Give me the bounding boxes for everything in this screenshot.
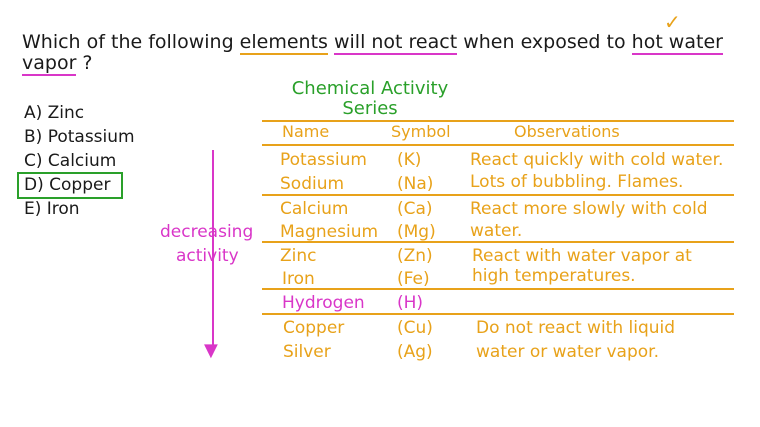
option-c[interactable]: C) Calcium <box>24 151 117 171</box>
table-title-line1: Chemical Activity <box>291 78 449 99</box>
answer-highlight-box <box>17 172 123 199</box>
table-rule <box>262 194 734 196</box>
row-name: Copper <box>283 318 345 338</box>
row-name: Zinc <box>280 246 317 266</box>
observation: Lots of bubbling. Flames. <box>470 172 684 192</box>
observation: React with water vapor at <box>472 246 692 266</box>
question-elements: elements <box>239 31 328 55</box>
question-line2: vapor ? <box>22 52 93 76</box>
row-name: Magnesium <box>280 222 379 242</box>
table-rule <box>262 288 734 290</box>
observation: React quickly with cold water. <box>470 150 724 170</box>
question-vapor: vapor <box>22 52 77 76</box>
option-d[interactable]: D) Copper <box>24 175 111 195</box>
observation: React more slowly with cold <box>470 199 708 219</box>
row-symbol: (Cu) <box>397 318 433 338</box>
side-label-activity: activity <box>176 246 239 266</box>
row-symbol: (K) <box>397 150 422 170</box>
row-symbol: (Fe) <box>397 269 430 289</box>
question-hot-water: hot water <box>631 31 723 55</box>
table-rule <box>262 120 734 122</box>
table-title-line2: Series <box>342 98 398 119</box>
row-symbol: (Zn) <box>397 246 433 266</box>
observation: water. <box>470 221 523 241</box>
table-rule <box>262 313 734 315</box>
question-part: Which of the following <box>22 31 240 53</box>
question-text: Which of the following elements will not… <box>22 28 723 56</box>
observation: water or water vapor. <box>476 342 659 362</box>
option-b[interactable]: B) Potassium <box>24 127 135 147</box>
observation: Do not react with liquid <box>476 318 676 338</box>
check-mark-icon: ✓ <box>664 10 681 34</box>
down-arrow-icon: ▼ <box>204 340 218 361</box>
row-symbol: (Ag) <box>397 342 433 362</box>
question-mark: ? <box>76 52 93 74</box>
table-rule <box>262 144 734 146</box>
question-will-not-react: will not react <box>333 31 458 55</box>
row-name: Silver <box>283 342 331 362</box>
row-symbol: (Na) <box>397 174 434 194</box>
option-a[interactable]: A) Zinc <box>24 103 85 123</box>
observation: high temperatures. <box>472 266 636 286</box>
row-name: Calcium <box>280 199 349 219</box>
row-name-hydrogen: Hydrogen <box>282 293 365 313</box>
table-rule <box>262 241 734 243</box>
side-label-decreasing: decreasing <box>160 222 254 242</box>
row-symbol: (Mg) <box>397 222 436 242</box>
row-name: Iron <box>282 269 315 289</box>
header-symbol: Symbol <box>391 122 451 141</box>
row-symbol-hydrogen: (H) <box>397 293 424 313</box>
activity-arrow-shaft <box>212 150 214 350</box>
question-part: when exposed to <box>457 31 632 53</box>
header-observations: Observations <box>514 122 620 141</box>
row-name: Sodium <box>280 174 345 194</box>
row-symbol: (Ca) <box>397 199 433 219</box>
row-name: Potassium <box>280 150 367 170</box>
header-name: Name <box>282 122 330 141</box>
option-e[interactable]: E) Iron <box>24 199 80 219</box>
